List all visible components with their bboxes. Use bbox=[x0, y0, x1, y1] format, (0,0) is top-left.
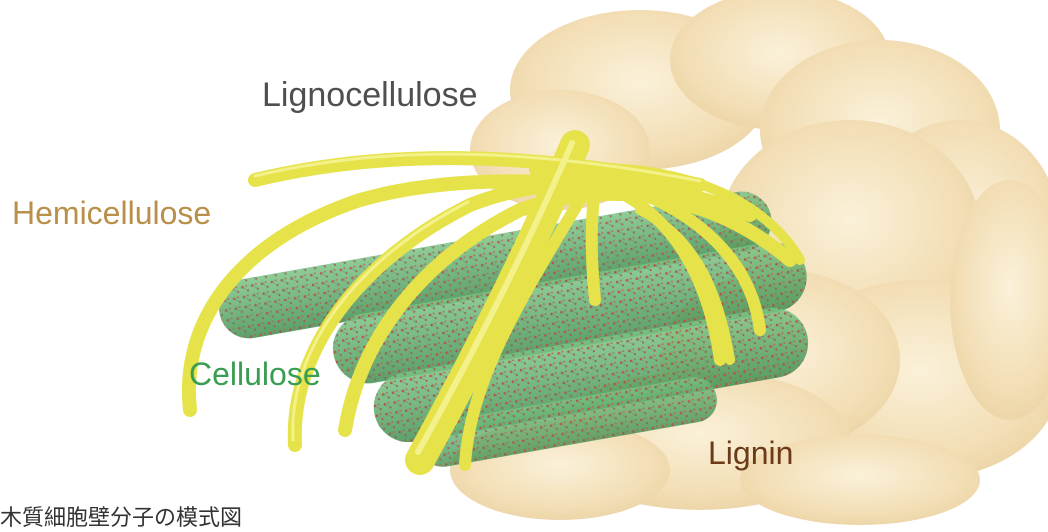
lignin-label: Lignin bbox=[708, 437, 793, 469]
hemicellulose-label: Hemicellulose bbox=[12, 197, 211, 229]
lignocellulose-label: Lignocellulose bbox=[262, 78, 478, 112]
figure-caption: 木質細胞壁分子の模式図 bbox=[0, 500, 242, 532]
cellulose-label: Cellulose bbox=[189, 358, 321, 390]
